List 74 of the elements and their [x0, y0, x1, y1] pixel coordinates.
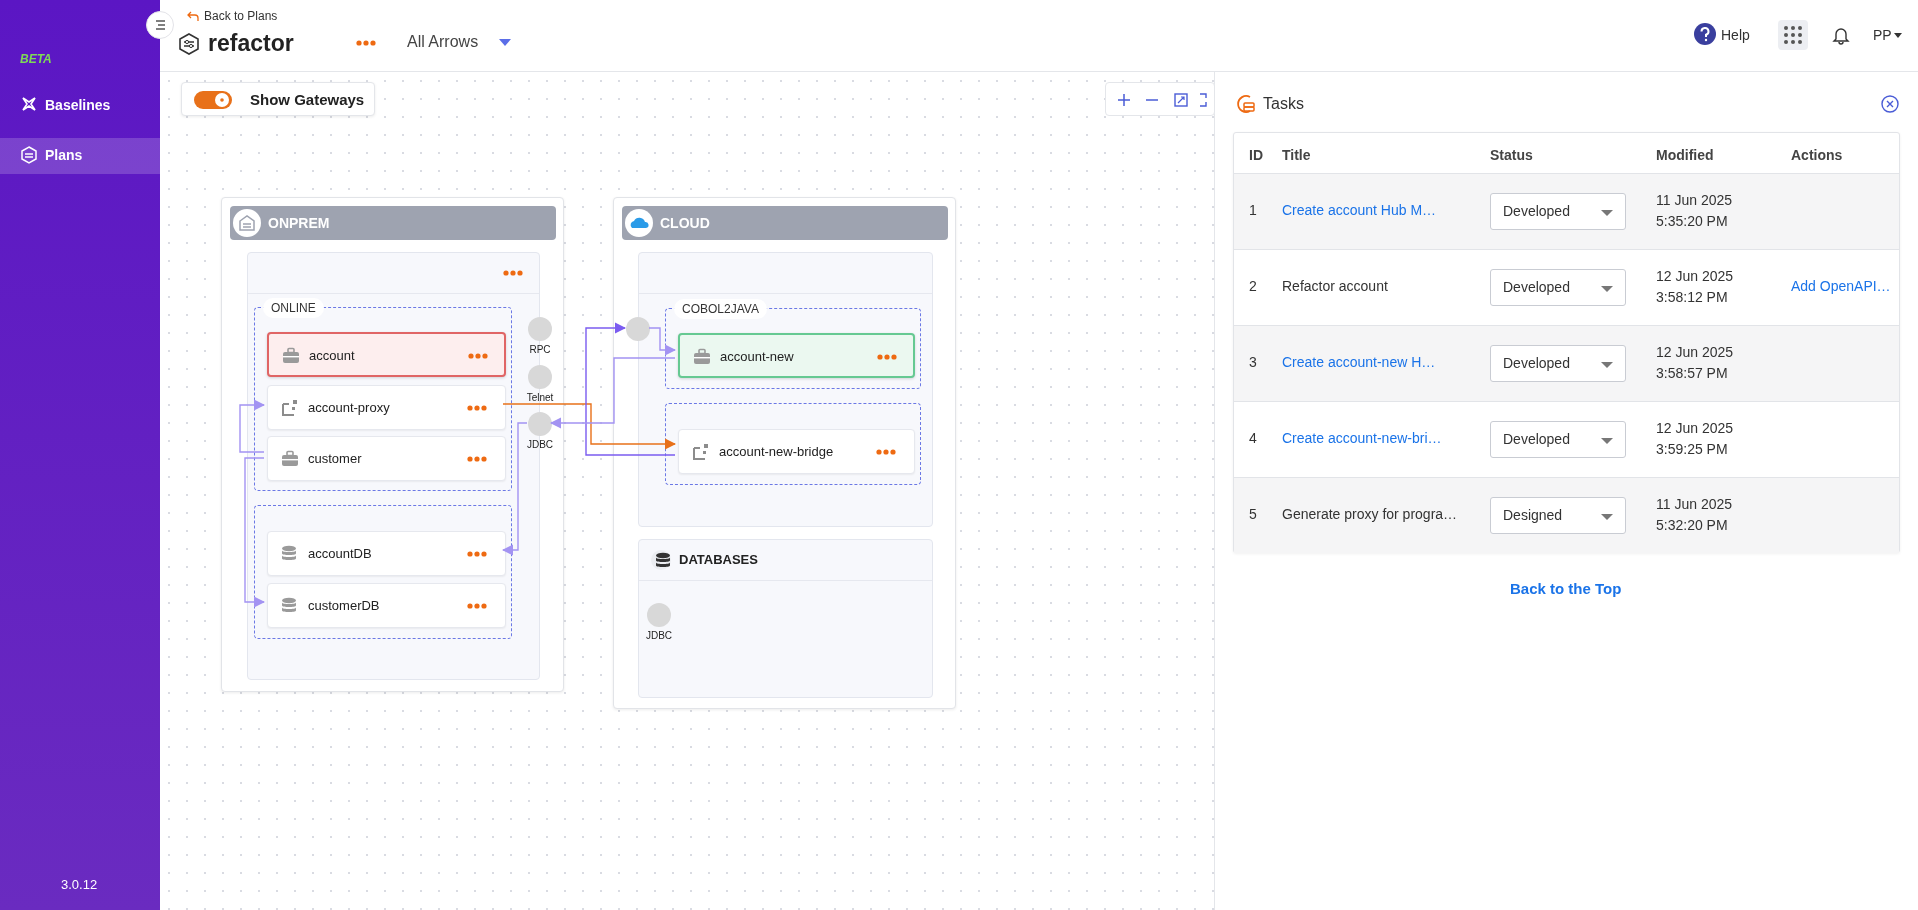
service-card	[678, 429, 915, 474]
modified-date: 11 Jun 2025 5:32:20 PM	[1656, 495, 1734, 535]
table-cell: 1	[1249, 202, 1257, 218]
group-label: COBOL2JAVA	[674, 299, 767, 319]
task-link: Create account-new-bri…	[1282, 430, 1442, 446]
connector-arrow	[648, 327, 677, 356]
modified-date: 12 Jun 2025 3:59:25 PM	[1656, 419, 1735, 459]
group-frame	[254, 505, 512, 639]
user-menu: PP	[1873, 27, 1892, 43]
status-dropdown: Developed	[1490, 269, 1626, 306]
zone-panel	[613, 197, 956, 709]
container-title: DATABASES	[679, 552, 758, 567]
table-cell: 5	[1249, 506, 1257, 522]
nav-link: Plans	[45, 147, 83, 163]
column-header: Title	[1282, 147, 1311, 163]
service-name: account-new	[720, 349, 794, 364]
status-dropdown: Developed	[1490, 345, 1626, 382]
back-link: Back to Plans	[204, 9, 278, 23]
service-name: account-proxy	[308, 400, 390, 415]
connector-arrow	[239, 399, 266, 453]
task-link: Create account-new H…	[1282, 354, 1436, 370]
task-link: Add OpenAPI…	[1791, 278, 1891, 294]
column-header: Modified	[1656, 147, 1714, 163]
service-card	[267, 436, 506, 481]
connector-arrow	[244, 457, 266, 608]
column-header: Actions	[1791, 147, 1843, 163]
service-name: accountDB	[308, 546, 372, 561]
toggle-label: Show Gateways	[250, 91, 365, 108]
table-cell: Refactor account	[1282, 278, 1388, 294]
service-card	[267, 385, 506, 430]
table-cell: Generate proxy for progra…	[1282, 506, 1458, 522]
status-dropdown: Developed	[1490, 193, 1626, 230]
zone-panel	[221, 197, 564, 692]
gateway-label: Telnet	[525, 392, 555, 403]
service-name: customerDB	[308, 598, 380, 613]
column-header: ID	[1249, 147, 1263, 163]
gateway-label: JDBC	[525, 439, 555, 450]
group-frame	[665, 403, 921, 485]
table-cell: 3	[1249, 354, 1257, 370]
service-name: account	[309, 348, 355, 363]
modified-date: 11 Jun 2025 5:35:20 PM	[1656, 191, 1734, 231]
connector-arrow	[502, 403, 677, 450]
help-link: Help	[1721, 27, 1750, 43]
page-title: refactor	[208, 30, 294, 57]
table-cell: 2	[1249, 278, 1257, 294]
column-header: Status	[1490, 147, 1533, 163]
table-cell: 4	[1249, 430, 1257, 446]
zone-title: ONPREM	[268, 215, 330, 231]
zone-title: CLOUD	[660, 215, 710, 231]
service-card	[267, 531, 506, 576]
beta-label: BETA	[20, 52, 52, 66]
connector-arrow	[501, 422, 528, 556]
status-dropdown: Designed	[1490, 497, 1626, 534]
connector-arrow	[585, 322, 676, 456]
modified-date: 12 Jun 2025 3:58:12 PM	[1656, 267, 1735, 307]
arrow-filter-label: All Arrows	[407, 33, 479, 51]
connector-arrow	[549, 357, 676, 429]
gateway-label: RPC	[528, 344, 552, 355]
container-panel	[638, 252, 933, 527]
back-to-top-link: Back to the Top	[1510, 580, 1622, 597]
group-label: ONLINE	[263, 298, 324, 318]
service-card	[267, 332, 506, 377]
service-name: account-new-bridge	[719, 444, 834, 459]
task-link: Create account Hub M…	[1282, 202, 1437, 218]
service-name: customer	[308, 451, 362, 466]
version-text: 3.0.12	[61, 877, 98, 892]
panel-title: Tasks	[1263, 95, 1304, 113]
modified-date: 12 Jun 2025 3:58:57 PM	[1656, 343, 1735, 383]
nav-link: Baselines	[45, 97, 111, 113]
container-panel	[638, 539, 933, 698]
status-dropdown: Developed	[1490, 421, 1626, 458]
service-card	[678, 333, 915, 378]
gateway-label: JDBC	[644, 630, 674, 641]
service-card	[267, 583, 506, 628]
